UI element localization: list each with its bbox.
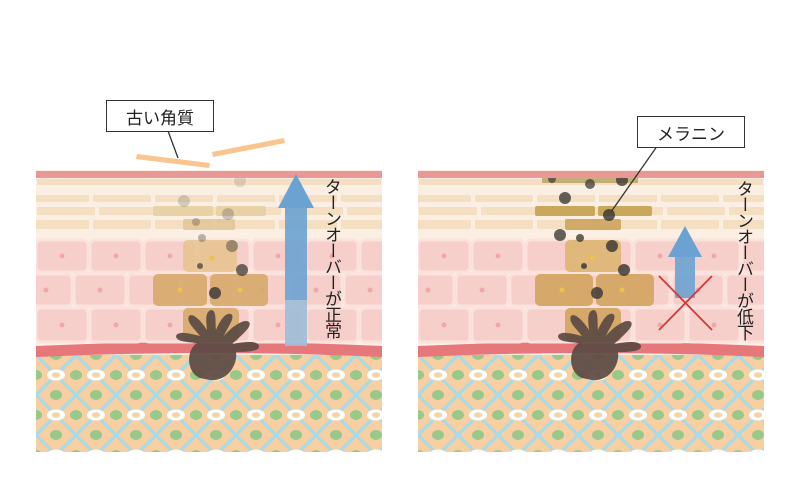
right-skin-panel <box>418 170 764 452</box>
left-cell-nuclei <box>43 253 373 328</box>
old-corneum-callout: 古い角質 <box>106 100 214 132</box>
blocked-cross-icon <box>658 275 713 331</box>
right-melanin-granules <box>548 174 630 299</box>
right-surface-line <box>418 171 764 178</box>
melanin-pointer <box>610 141 661 213</box>
left-skin-panel <box>36 170 382 452</box>
left-surface-line <box>36 171 382 178</box>
left-turnover-arrow <box>278 174 314 346</box>
old-corneum-pointer <box>167 130 179 159</box>
left-melanin-cells <box>153 206 268 342</box>
right-turnover-label: ターンオーバーが低下 <box>733 180 753 340</box>
old-corneum-flakes <box>136 138 285 168</box>
melanin-callout: メラニン <box>637 116 745 148</box>
left-turnover-label: ターンオーバーが正常 <box>321 178 341 338</box>
right-cell-nuclei <box>425 253 717 328</box>
right-melanocyte <box>558 310 642 381</box>
right-turnover-arrow <box>668 226 702 298</box>
left-melanocyte <box>176 310 260 381</box>
